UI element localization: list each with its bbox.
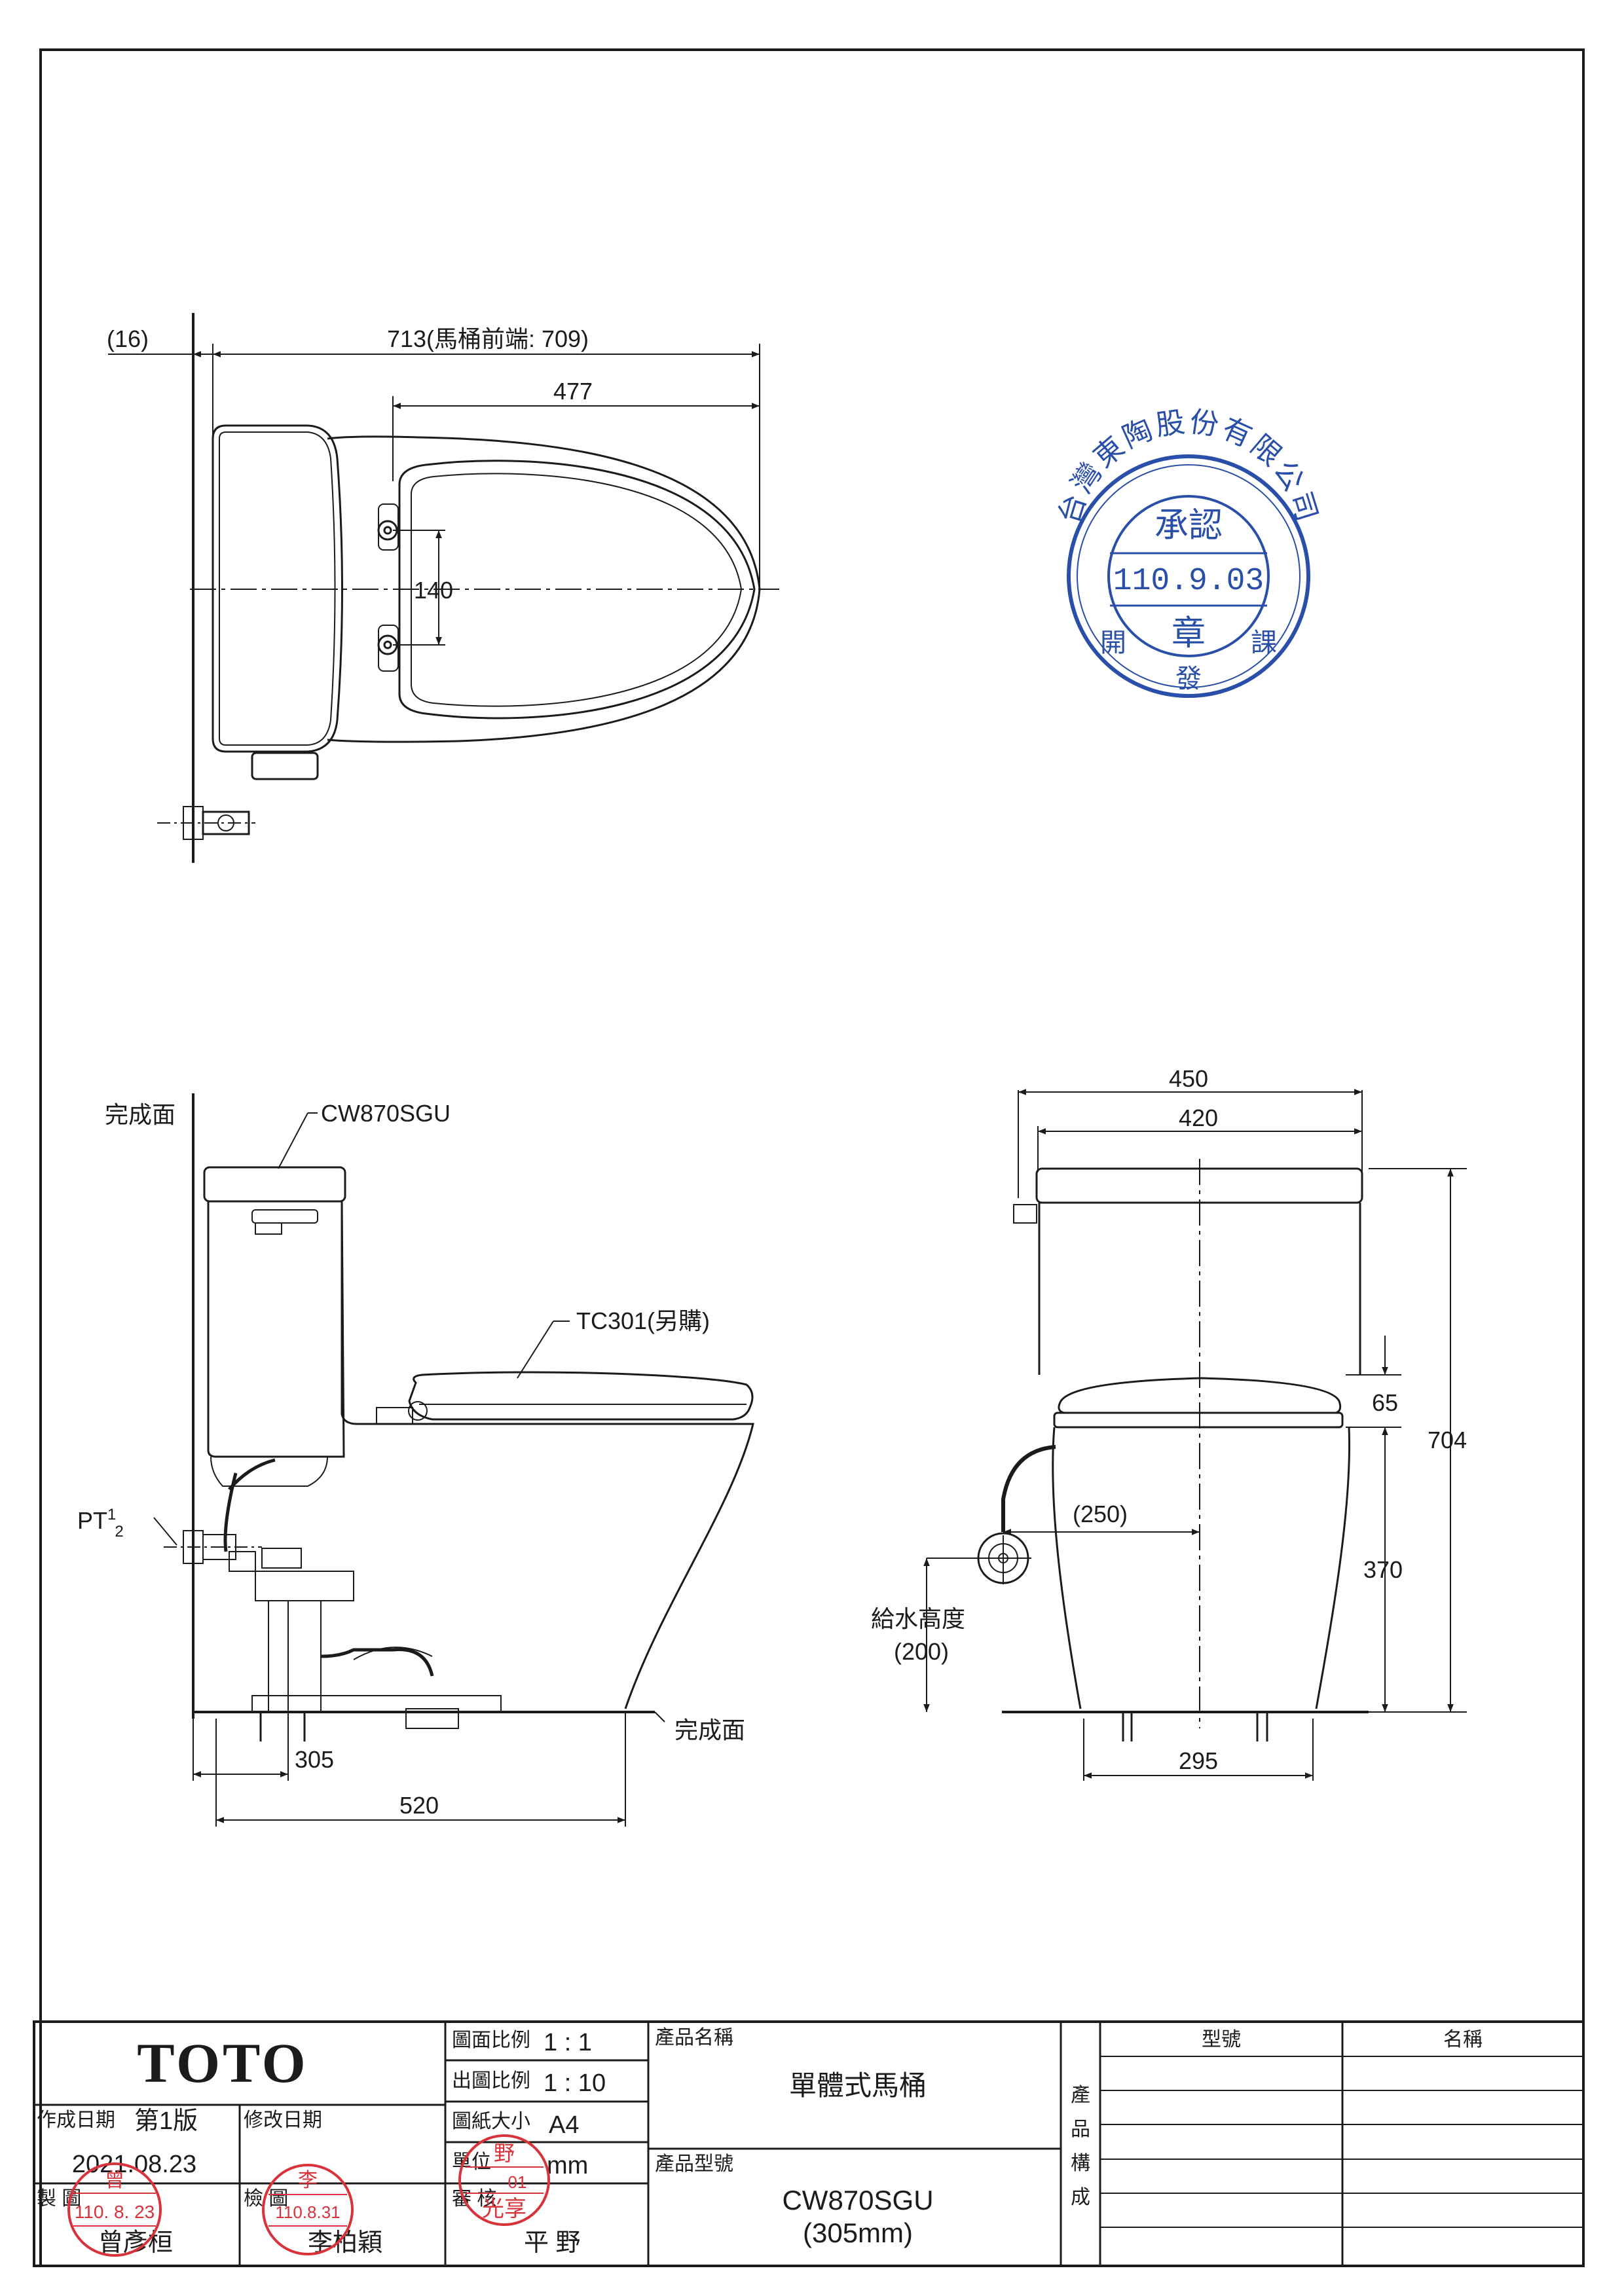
reviewed-by: 平 野 [524, 2229, 581, 2257]
column-header-name: 名稱 [1443, 2029, 1483, 2050]
created-date: 2021.08.23 [72, 2151, 196, 2178]
dim-base-width: 295 [1179, 1747, 1218, 1774]
label-reviewed: 審 核 [452, 2188, 496, 2210]
label-product-name: 產品名稱 [655, 2027, 733, 2049]
label-drawn: 製 圖 [37, 2188, 81, 2210]
composition-char-2: 品 [1071, 2119, 1090, 2140]
dim-wall-offset: (16) [107, 325, 149, 352]
dim-seat-height: 65 [1372, 1389, 1398, 1416]
brand-logo: TOTO [137, 2032, 308, 2094]
dim-bowl-height: 370 [1363, 1556, 1403, 1583]
top-view [108, 313, 779, 863]
scale-value: 1 : 1 [544, 2029, 592, 2056]
label-finish-surface-wall: 完成面 [105, 1101, 175, 1128]
stamp-drawn-top: 曾 [105, 2170, 124, 2191]
dim-supply-height: (200) [894, 1638, 949, 1665]
dim-hinge-spacing: 140 [414, 577, 453, 604]
composition-char-4: 成 [1071, 2187, 1090, 2208]
composition-char-3: 構 [1071, 2153, 1090, 2174]
tank-side-outline [203, 1166, 346, 1203]
tank-top-outline [212, 424, 343, 753]
seat-side-outline [408, 1371, 754, 1421]
stamp-reviewed [458, 2134, 550, 2226]
stamp-checked [262, 2164, 354, 2255]
dim-body-width: 420 [1179, 1104, 1218, 1131]
stamp-checked-date: 110.8.31 [275, 2202, 340, 2222]
side-view [153, 1093, 754, 1827]
approval-stamp [1067, 454, 1310, 698]
stamp-drawn [67, 2162, 162, 2257]
dim-rough-in: 305 [295, 1746, 334, 1773]
stamp-seal-word: 章 [1172, 615, 1206, 653]
label-product-model: 產品型號 [655, 2153, 733, 2175]
label-finish-surface-floor: 完成面 [674, 1717, 745, 1743]
stamp-reviewed-date: 01 [508, 2172, 527, 2192]
composition-char-1: 產 [1071, 2085, 1090, 2106]
dim-supply-offset: (250) [1073, 1501, 1128, 1527]
seat-top-outline [398, 460, 756, 720]
label-seat-model: TC301(另購) [576, 1307, 710, 1334]
column-header-model: 型號 [1202, 2029, 1241, 2050]
label-supply-height: 給水高度 [871, 1605, 965, 1632]
unit-value: mm [547, 2152, 588, 2179]
product-model-sub: (305mm) [803, 2217, 913, 2248]
dim-tank-width: 450 [1169, 1065, 1208, 1092]
bowl-side-outline [341, 1201, 754, 1709]
label-tank-model: CW870SGU [321, 1100, 451, 1127]
stamp-date: 110.9.03 [1113, 564, 1264, 599]
dim-overall-side-depth: 520 [399, 1792, 439, 1819]
print-scale-value: 1 : 10 [544, 2069, 606, 2097]
sheet-border [39, 48, 1585, 2267]
product-name: 單體式馬桶 [789, 2070, 927, 2101]
stamp-reviewed-top: 野 [494, 2141, 515, 2165]
stamp-checked-top: 李 [298, 2170, 318, 2191]
stamp-dept-left: 開 [1100, 629, 1126, 657]
stamp-dept-right: 課 [1251, 629, 1277, 657]
label-paper-size: 圖紙大小 [452, 2111, 530, 2132]
stamp-reviewed-name: 光享 [482, 2196, 526, 2221]
front-view [923, 1089, 1467, 1781]
stamp-approved: 承認 [1154, 507, 1223, 545]
dim-overall-height: 704 [1428, 1427, 1467, 1453]
dim-overall-depth: 713(馬桶前端: 709) [387, 325, 589, 352]
label-created-date: 作成日期 [37, 2109, 115, 2131]
edition: 第1版 [134, 2107, 198, 2135]
label-unit: 單位 [452, 2151, 491, 2173]
drawn-by: 曾彥桓 [98, 2229, 173, 2257]
stamp-dept-bottom: 發 [1175, 665, 1202, 693]
paper-size-value: A4 [549, 2111, 579, 2139]
product-model: CW870SGU [782, 2185, 933, 2215]
title-block [33, 2020, 1585, 2267]
dim-bowl-length: 477 [553, 378, 593, 405]
stamp-drawn-date: 110. 8. 23 [75, 2202, 155, 2222]
bowl-front-outline [1052, 1427, 1351, 1709]
label-revised-date: 修改日期 [244, 2109, 322, 2131]
label-print-scale: 出圖比例 [452, 2070, 530, 2092]
label-scale: 圖面比例 [452, 2030, 530, 2051]
